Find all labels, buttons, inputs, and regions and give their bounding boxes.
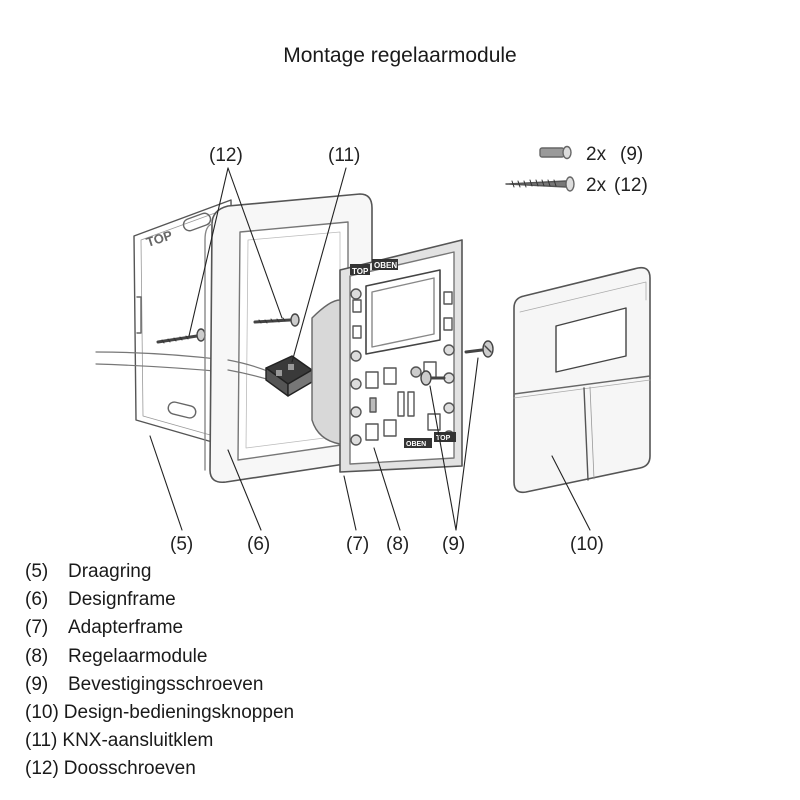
legend-item: (5) Draagring [25, 558, 294, 586]
legend-label: Bevestigingsschroeven [68, 673, 264, 695]
callout-10: (10) [570, 534, 604, 555]
legend-number: (6) [25, 589, 49, 611]
legend-label: Design-bedieningsknoppen [63, 702, 295, 724]
legend-item: (7) Adapterframe [25, 614, 294, 642]
legend-number: (7) [25, 617, 49, 639]
legend-label: Adapterframe [68, 617, 184, 639]
callout-8: (8) [386, 534, 409, 555]
callout-11: (11) [328, 145, 360, 166]
legend-label: Designframe [68, 589, 176, 611]
callout-9: (9) [442, 534, 465, 555]
short-screw-count: 2x [586, 144, 607, 165]
legend-number: (5) [25, 561, 49, 582]
legend-number: (8) [25, 645, 49, 667]
fastening-screw-right [464, 340, 494, 358]
adapter-top-text: TOP [352, 267, 369, 276]
legend-label: Regelaarmodule [68, 645, 208, 667]
long-screw-icon [505, 176, 575, 192]
legend-number: (11) [25, 730, 58, 752]
short-screw-ref: (9) [620, 144, 643, 165]
legend-item: (6) Designframe [25, 586, 294, 614]
box-screw-left [156, 328, 206, 344]
controller-module: OBEN TOP [350, 269, 456, 448]
legend-number: (10) [25, 702, 59, 724]
module-top-text: TOP [436, 435, 451, 442]
knx-terminal [227, 355, 313, 397]
callout-12: (12) [209, 145, 243, 166]
leader-lines [149, 167, 591, 531]
legend-item: (10)Design-bedieningsknoppen [25, 699, 294, 727]
page-title: Montage regelaarmodule [283, 44, 517, 67]
callout-6: (6) [247, 534, 270, 555]
legend-label: Doosschroeven [63, 758, 196, 780]
box-screw-middle [253, 313, 300, 327]
design-control-buttons [513, 266, 651, 494]
exploded-assembly-diagram: TOP TOP OBEN [95, 144, 651, 555]
module-oben-text: OBEN [406, 441, 426, 448]
callout-5: (5) [170, 534, 193, 555]
legend-number: (9) [25, 673, 49, 695]
callout-7: (7) [346, 534, 369, 555]
parts-legend: (5) Draagring (6) Designframe (7) Adapterfr… [25, 558, 294, 784]
legend-item: (8) Regelaarmodule [25, 643, 294, 671]
legend-item: (9) Bevestigingsschroeven [25, 671, 294, 699]
legend-item: (12)Doosschroeven [25, 755, 294, 783]
legend-item: (11)KNX-aansluitklem [25, 727, 294, 755]
legend-label: KNX-aansluitklem [62, 730, 214, 752]
long-screw-count: 2x [586, 175, 607, 196]
long-screw-ref: (12) [614, 175, 648, 196]
legend-number: (12) [25, 758, 59, 780]
adapter-oben-text: OBEN [374, 261, 397, 270]
legend-label: Draagring [68, 561, 152, 582]
short-screw-icon [539, 145, 572, 160]
